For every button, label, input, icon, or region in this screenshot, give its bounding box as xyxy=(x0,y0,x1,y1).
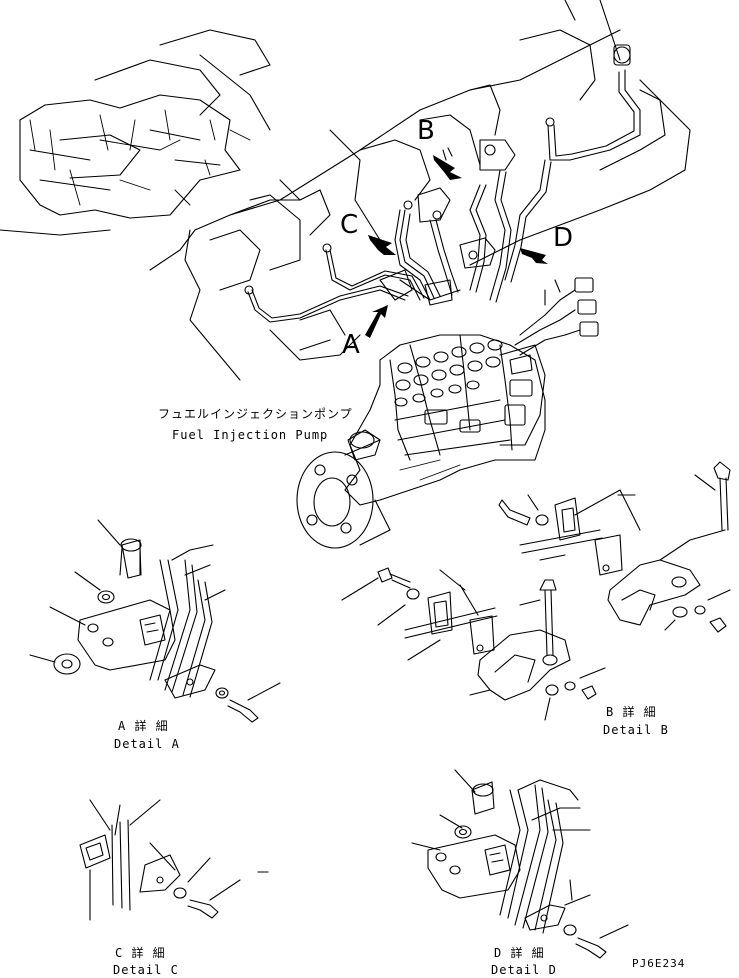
arrow-c xyxy=(368,235,396,255)
view-label-d: D xyxy=(553,223,574,253)
view-label-c: C xyxy=(340,210,359,240)
arrow-a xyxy=(365,305,388,338)
arrow-d xyxy=(520,248,548,264)
pump-label-jp: フュエルインジェクションポンプ xyxy=(158,407,353,421)
detail-a-label-en: Detail A xyxy=(114,737,180,751)
view-label-a: A xyxy=(342,330,360,360)
detail-b-drawing xyxy=(342,462,730,720)
detail-c-label-jp: C 詳 細 xyxy=(115,946,166,960)
fuel-injection-pump xyxy=(297,335,545,548)
arrow-b xyxy=(433,155,462,180)
detail-a-drawing xyxy=(30,520,280,722)
detail-a-label-jp: A 詳 細 xyxy=(118,719,169,733)
engine-block-outline xyxy=(0,0,690,380)
detail-d-drawing xyxy=(412,770,628,958)
view-arrows xyxy=(365,148,548,338)
detail-d-label-jp: D 詳 細 xyxy=(494,946,545,960)
detail-d-label-en: Detail D xyxy=(491,963,557,977)
figure-code: PJ6E234 xyxy=(632,957,686,970)
pump-label-en: Fuel Injection Pump xyxy=(172,428,329,442)
detail-c-label-en: Detail C xyxy=(113,963,179,977)
detail-c-drawing xyxy=(80,800,268,920)
view-label-b: B xyxy=(417,116,435,146)
detail-b-label-en: Detail B xyxy=(603,723,669,737)
fuel-injection-lines xyxy=(245,45,640,355)
detail-b-label-jp: B 詳 細 xyxy=(606,705,657,719)
